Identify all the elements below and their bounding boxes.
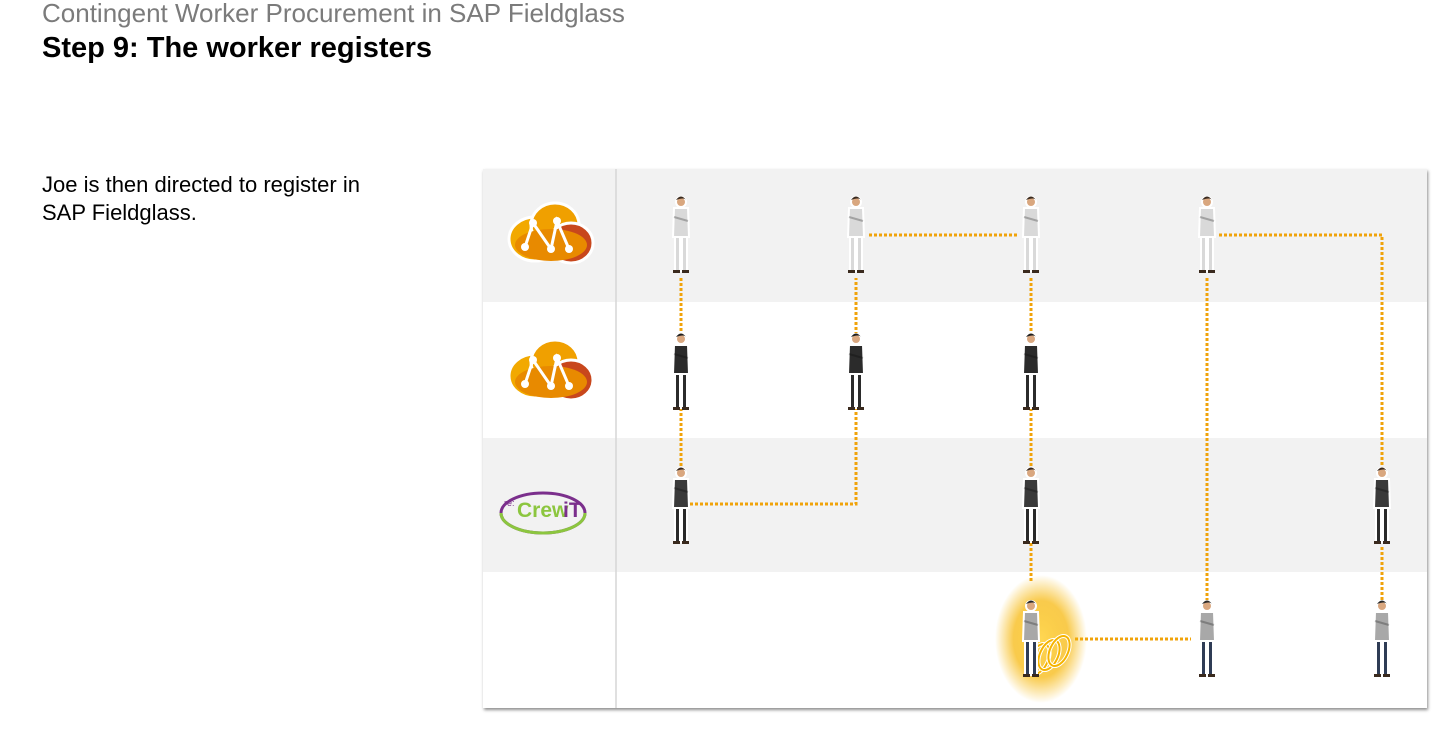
person-recruiter-woman bbox=[1021, 467, 1041, 544]
person-manager-woman bbox=[1021, 196, 1041, 273]
description-line-2: SAP Fieldglass. bbox=[42, 200, 197, 225]
recrewit-logo: re: Crew iT bbox=[499, 491, 587, 535]
person-procurement-man bbox=[1021, 333, 1041, 410]
person-worker-man bbox=[1372, 600, 1392, 677]
recrewit-prefix: re: bbox=[504, 498, 515, 508]
description-text: Joe is then directed to register in SAP … bbox=[42, 171, 442, 227]
person-manager-woman bbox=[671, 196, 691, 273]
process-diagram: re: Crew iT bbox=[483, 169, 1427, 708]
row-band-2 bbox=[483, 302, 1427, 438]
person-recruiter-woman bbox=[671, 467, 691, 544]
person-procurement-man bbox=[846, 333, 866, 410]
step-title: Step 9: The worker registers bbox=[42, 32, 433, 64]
people-layer bbox=[671, 196, 1392, 703]
connector-path-6 bbox=[1219, 233, 1384, 469]
description-line-1: Joe is then directed to register in bbox=[42, 172, 360, 197]
person-manager-woman bbox=[846, 196, 866, 273]
person-procurement-man bbox=[671, 333, 691, 410]
fieldglass-cloud-icon bbox=[507, 338, 595, 402]
person-worker-man bbox=[1197, 600, 1217, 677]
row-band-4 bbox=[483, 572, 1427, 708]
recrewit-suffix: iT bbox=[563, 499, 582, 522]
recrewit-name: Crew bbox=[517, 499, 569, 522]
section-title: Contingent Worker Procurement in SAP Fie… bbox=[42, 0, 625, 28]
person-worker-man-highlighted bbox=[995, 575, 1087, 703]
person-manager-woman bbox=[1197, 196, 1217, 273]
process-diagram-svg: re: Crew iT bbox=[483, 169, 1427, 708]
fieldglass-cloud-icon bbox=[507, 201, 595, 265]
row-band-3 bbox=[483, 438, 1427, 572]
person-recruiter-woman bbox=[1372, 467, 1392, 544]
